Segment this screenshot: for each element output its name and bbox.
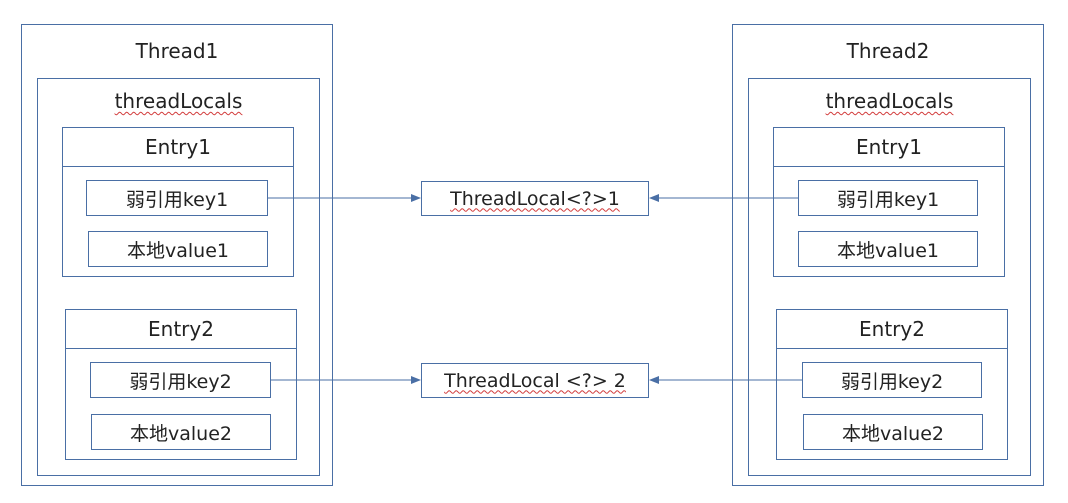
- thread2-entry1-value: 本地value1: [798, 231, 978, 267]
- threadlocal-1-label: ThreadLocal<?>1: [450, 187, 620, 210]
- thread2-entry2-key: 弱引用key2: [802, 362, 982, 398]
- thread2-entry2-value: 本地value2: [803, 414, 983, 450]
- thread1-threadlocals-label: threadLocals: [114, 89, 243, 113]
- thread2-entry1-title: Entry1: [774, 128, 1004, 167]
- thread1-entry1-value: 本地value1: [88, 231, 268, 267]
- threadlocal-2-label: ThreadLocal <?> 2: [444, 369, 626, 392]
- threadlocal-1-box: ThreadLocal<?>1: [421, 181, 649, 216]
- thread2-title: Thread2: [846, 39, 930, 63]
- threadlocal-2-box: ThreadLocal <?> 2: [421, 363, 649, 398]
- thread2-threadlocals-label: threadLocals: [825, 89, 954, 113]
- thread1-entry1-key: 弱引用key1: [86, 180, 268, 216]
- thread1-title: Thread1: [135, 39, 219, 63]
- thread2-entry1-key: 弱引用key1: [798, 180, 978, 216]
- thread1-entry1-title: Entry1: [63, 128, 293, 167]
- thread1-entry2-key: 弱引用key2: [90, 362, 271, 398]
- thread2-entry2-title: Entry2: [777, 310, 1007, 349]
- thread1-entry2-title: Entry2: [66, 310, 296, 349]
- thread1-entry2-value: 本地value2: [91, 414, 271, 450]
